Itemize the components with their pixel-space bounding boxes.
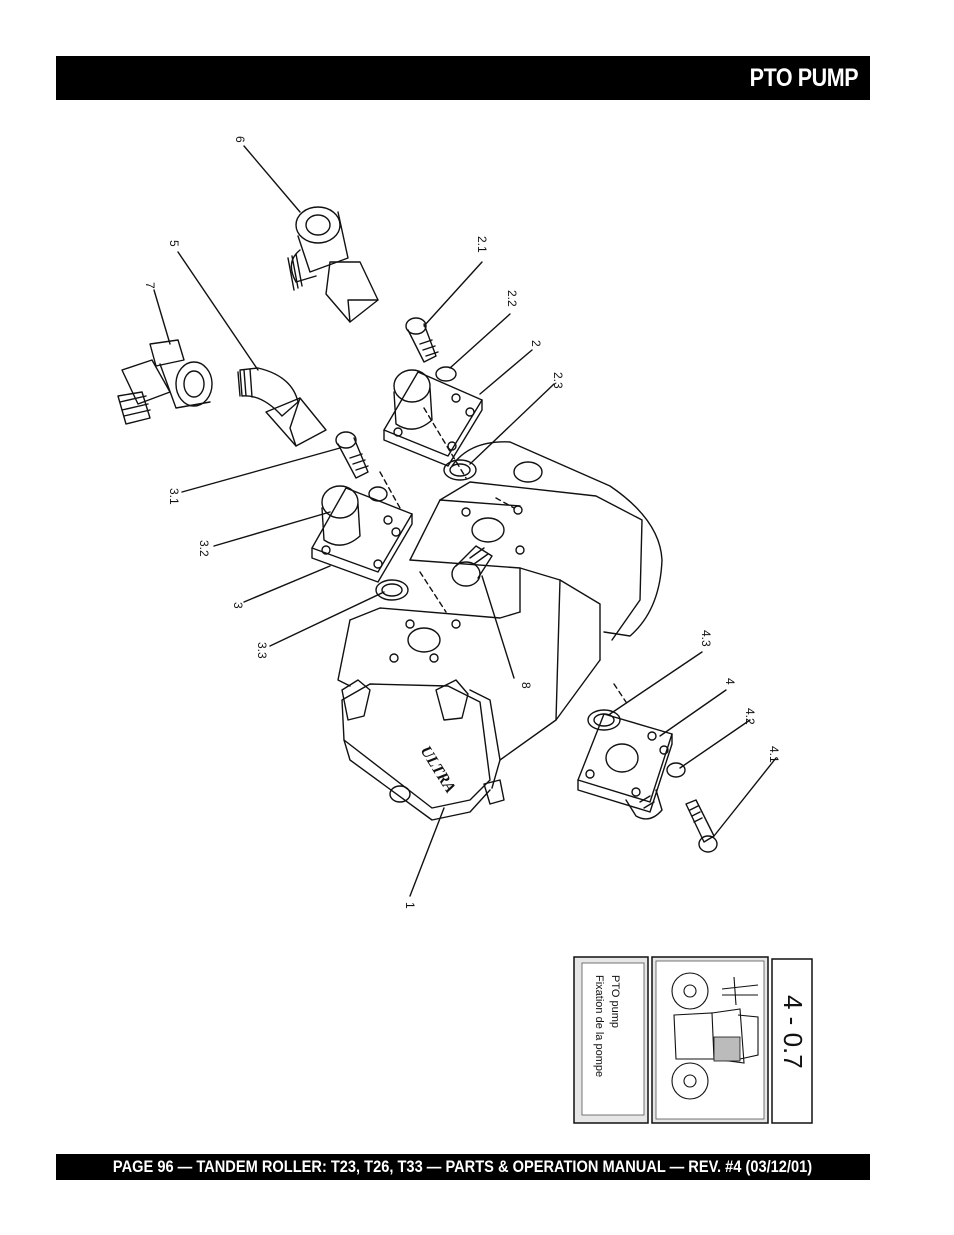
roller-thumbnail — [651, 956, 769, 1124]
part-4-flange — [577, 713, 673, 820]
callout-8: 8 — [519, 682, 533, 689]
footer-text: PAGE 96 — TANDEM ROLLER: T23, T26, T33 —… — [113, 1157, 813, 1176]
callout-5: 5 — [167, 240, 181, 247]
part-5-elbow-fitting — [237, 367, 327, 447]
part-4-3-o-ring — [587, 709, 621, 731]
part-2-1-bolt — [405, 317, 439, 363]
part-4-2-washer — [666, 762, 686, 778]
card-label-en: PTO pump — [609, 975, 621, 1028]
callout-3-1: 3.1 — [167, 488, 181, 505]
part-3-3-o-ring — [375, 579, 409, 601]
callout-7: 7 — [143, 282, 157, 289]
brand-mark: ULTRA — [417, 743, 459, 797]
callout-4: 4 — [723, 678, 737, 685]
card-label-fr: Fixation de la pompe — [593, 975, 605, 1077]
callout-3: 3 — [231, 602, 245, 609]
page-title: PTO PUMP — [749, 63, 859, 92]
callout-1: 1 — [403, 902, 417, 909]
callout-2-1: 2.1 — [475, 236, 489, 253]
callout-4-1: 4.1 — [767, 746, 781, 763]
part-2-3-o-ring — [443, 459, 477, 481]
callout-4-2: 4.2 — [743, 708, 757, 725]
card-code: 4 - 0.7 — [778, 995, 808, 1069]
part-2-2-washer — [435, 366, 457, 382]
part-3-1-bolt — [335, 431, 369, 479]
footer-bar: PAGE 96 — TANDEM ROLLER: T23, T26, T33 —… — [56, 1154, 870, 1180]
callout-2-2: 2.2 — [505, 290, 519, 307]
callout-4-3: 4.3 — [699, 630, 713, 647]
callout-3-3: 3.3 — [255, 642, 269, 659]
part-3-flange — [311, 485, 413, 583]
part-4-1-bolt — [685, 799, 718, 853]
part-6-tee-fitting — [287, 206, 379, 323]
callout-3-2: 3.2 — [197, 540, 211, 557]
callout-6: 6 — [233, 136, 247, 143]
part-2-flange — [383, 369, 483, 467]
part-7-tee-fitting — [117, 339, 213, 425]
callout-2-3: 2.3 — [551, 372, 565, 389]
reference-card: PTO pump Fixation de la pompe 4 - 0.7 — [573, 956, 813, 1124]
part-3-2-washer — [368, 486, 388, 502]
part-1-pump-body — [337, 441, 663, 821]
callout-2: 2 — [529, 340, 543, 347]
header-bar: PTO PUMP — [56, 56, 870, 100]
